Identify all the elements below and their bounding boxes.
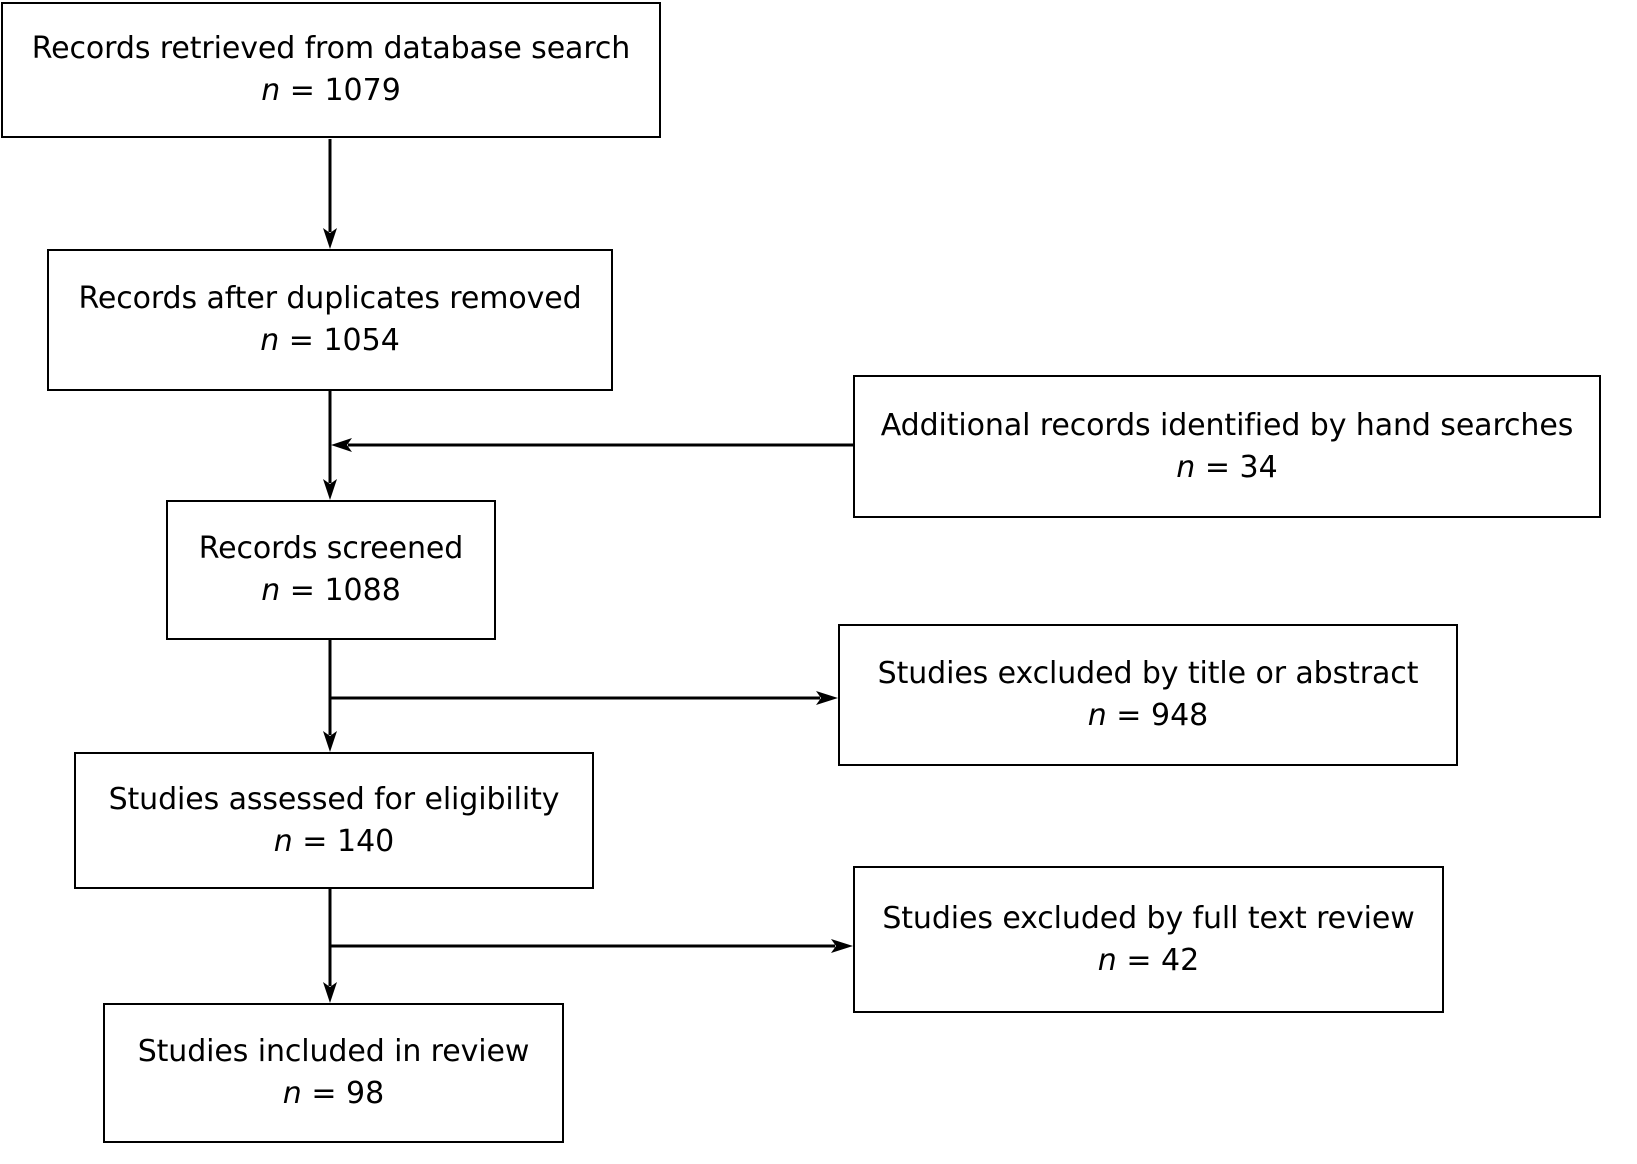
count-value: 42 xyxy=(1161,942,1200,978)
equals-sign: = xyxy=(1126,942,1152,978)
count-value: 948 xyxy=(1150,698,1209,733)
node-records-after-duplicates: Records after duplicates removed n = 105… xyxy=(47,249,613,391)
node-count: n = 42 xyxy=(1097,942,1200,978)
n-symbol: n xyxy=(1176,449,1196,485)
node-label: Records retrieved from database search xyxy=(31,31,631,67)
count-value: 1088 xyxy=(324,573,401,608)
equals-sign: = xyxy=(311,1076,337,1111)
node-studies-excluded-title-abstract: Studies excluded by title or abstract n … xyxy=(838,624,1458,766)
equals-sign: = xyxy=(289,573,315,608)
edge-duplicates-to-screened xyxy=(323,391,337,500)
count-value: 1054 xyxy=(323,323,400,358)
n-symbol: n xyxy=(260,323,280,358)
equals-sign: = xyxy=(1204,449,1230,485)
node-count: n = 1088 xyxy=(261,574,401,608)
equals-sign: = xyxy=(1116,698,1142,733)
n-symbol: n xyxy=(1087,698,1107,733)
edge-screened-to-excluded-title xyxy=(330,691,838,705)
node-studies-included-review: Studies included in review n = 98 xyxy=(103,1003,564,1143)
n-symbol: n xyxy=(273,823,293,859)
equals-sign: = xyxy=(288,323,314,358)
equals-sign: = xyxy=(302,823,328,859)
n-symbol: n xyxy=(261,573,281,608)
edge-assessed-to-included xyxy=(323,889,337,1003)
node-count: n = 1054 xyxy=(260,324,400,358)
count-value: 98 xyxy=(346,1076,385,1111)
count-value: 140 xyxy=(336,823,395,859)
node-label: Studies assessed for eligibility xyxy=(108,781,560,817)
node-count: n = 1079 xyxy=(261,74,401,108)
node-count: n = 948 xyxy=(1088,699,1209,733)
node-label: Studies excluded by full text review xyxy=(882,900,1415,936)
node-studies-excluded-full-text: Studies excluded by full text review n =… xyxy=(853,866,1444,1013)
node-label: Studies excluded by title or abstract xyxy=(877,656,1419,692)
count-value: 1079 xyxy=(324,73,401,108)
n-symbol: n xyxy=(261,73,281,108)
node-records-retrieved: Records retrieved from database search n… xyxy=(1,2,661,138)
node-count: n = 34 xyxy=(1176,449,1278,485)
n-symbol: n xyxy=(1097,942,1117,978)
equals-sign: = xyxy=(289,73,315,108)
node-label: Additional records identified by hand se… xyxy=(880,407,1574,443)
count-value: 34 xyxy=(1239,449,1278,485)
edge-handsearches-to-trunk xyxy=(331,438,853,452)
edge-screened-to-assessed xyxy=(323,640,337,752)
node-additional-records-hand-searches: Additional records identified by hand se… xyxy=(853,375,1601,518)
edge-assessed-to-excluded-fulltext xyxy=(330,939,853,953)
n-symbol: n xyxy=(282,1076,302,1111)
edge-retrieved-to-duplicates xyxy=(323,139,337,249)
node-label: Studies included in review xyxy=(137,1034,530,1070)
node-label: Records after duplicates removed xyxy=(78,281,582,317)
node-records-screened: Records screened n = 1088 xyxy=(166,500,496,640)
node-count: n = 98 xyxy=(283,1077,384,1111)
node-label: Records screened xyxy=(198,531,464,567)
node-count: n = 140 xyxy=(273,823,395,859)
node-studies-assessed-eligibility: Studies assessed for eligibility n = 140 xyxy=(74,752,594,889)
